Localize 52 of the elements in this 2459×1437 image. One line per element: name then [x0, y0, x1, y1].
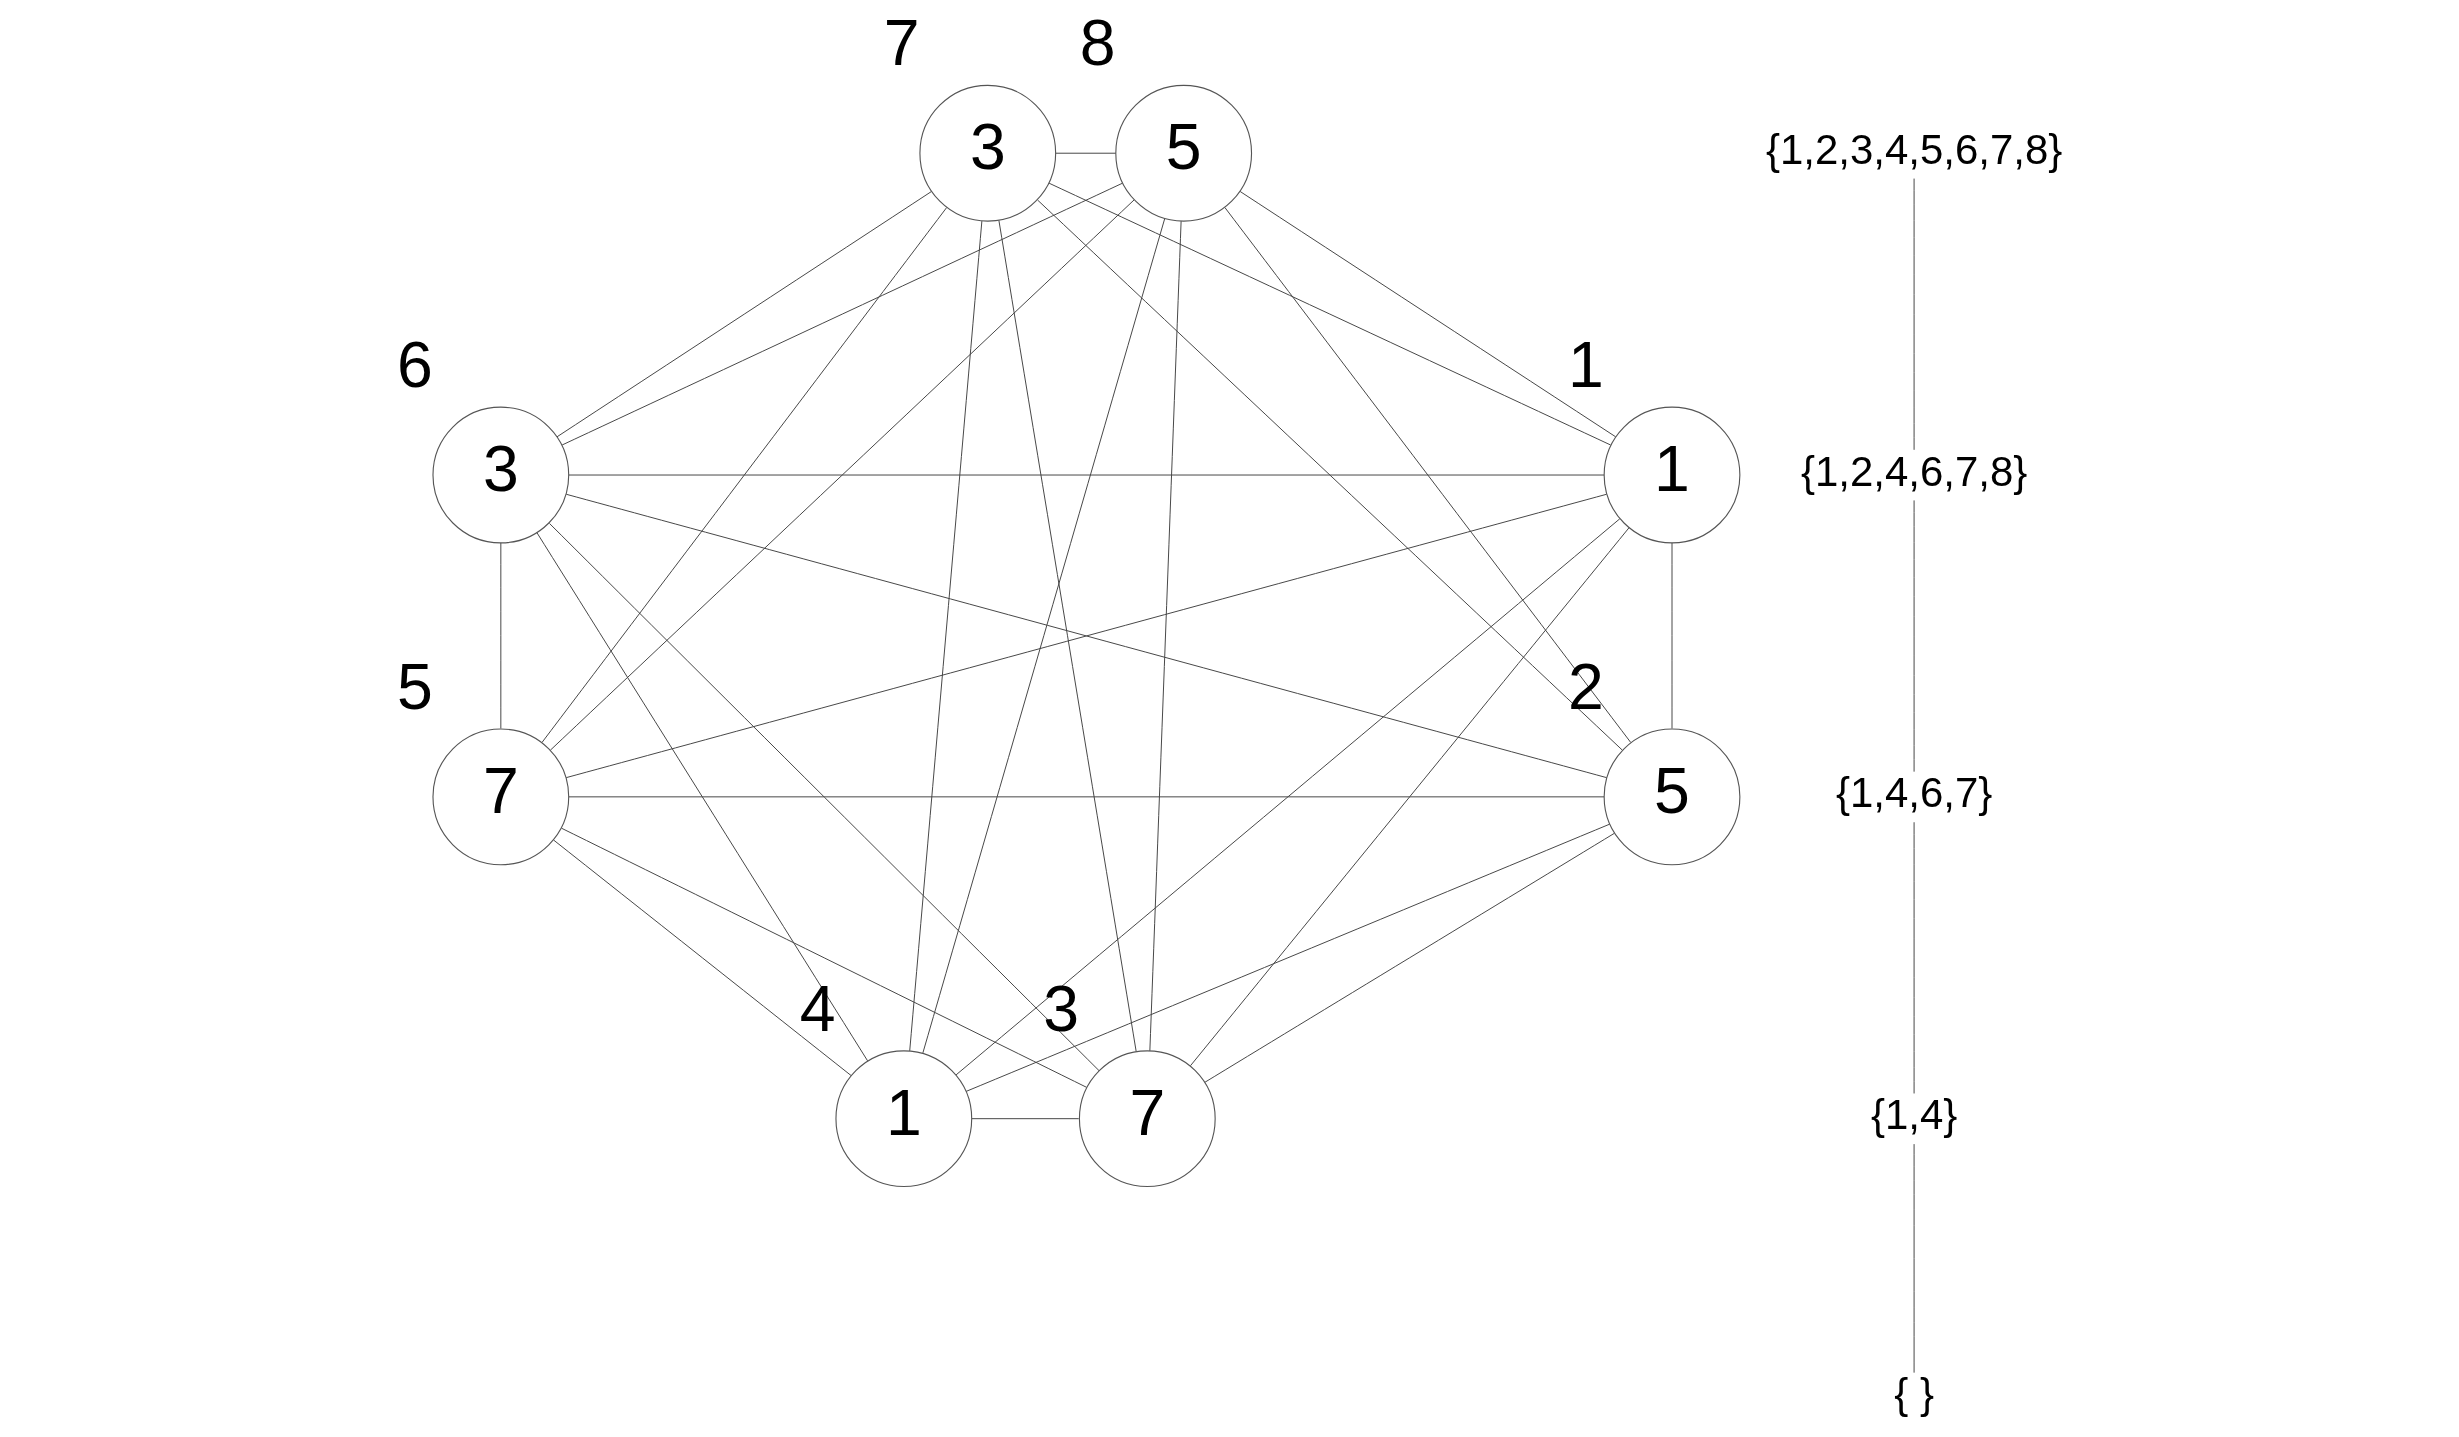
node-text: {1,4,6,7}: [1835, 769, 1993, 817]
connector: [1048, 182, 1612, 446]
node-circle: 5: [1603, 728, 1741, 866]
connector: [1204, 832, 1615, 1083]
connector: [549, 199, 1135, 751]
connector: [955, 518, 1621, 1076]
connector: [541, 207, 948, 743]
connector: [922, 217, 1166, 1054]
connector: [1913, 499, 1915, 773]
connector: [1913, 821, 1915, 1094]
node-text: {1,2,3,4,5,6,7,8}: [1765, 125, 2063, 173]
connector: [1239, 191, 1617, 438]
connector: [500, 542, 502, 729]
connector: [568, 796, 1605, 798]
connector: [561, 182, 1123, 446]
node-label: 5: [396, 651, 433, 724]
connector: [536, 532, 869, 1062]
connector: [548, 522, 1100, 1072]
connector: [998, 219, 1137, 1052]
connector: [1037, 199, 1623, 751]
node-label: 4: [799, 972, 836, 1045]
connector: [909, 220, 983, 1052]
connector: [565, 493, 1608, 779]
node-label: 6: [396, 329, 433, 402]
connector: [1913, 1143, 1915, 1374]
connector: [1671, 542, 1673, 729]
connector: [1189, 527, 1630, 1067]
node-text: { }: [1894, 1370, 1934, 1418]
node-label: 2: [1568, 651, 1604, 724]
node-circle: 3: [432, 406, 570, 544]
node-circle: 1: [835, 1050, 973, 1188]
node-circle: 7: [1078, 1050, 1216, 1188]
connector: [1913, 178, 1915, 451]
connector: [553, 839, 852, 1077]
node-text: {1,2,4,6,7,8}: [1800, 447, 2028, 495]
connector: [568, 474, 1605, 476]
node-circle: 1: [1603, 406, 1741, 544]
connector: [971, 1118, 1080, 1120]
node-circle: 3: [919, 84, 1057, 222]
connector: [561, 827, 1088, 1088]
node-circle: 5: [1115, 84, 1253, 222]
node-label: 1: [1568, 329, 1604, 402]
connector: [556, 191, 932, 438]
node-label: 7: [883, 7, 920, 80]
connector: [1055, 152, 1117, 154]
node-text: {1,4}: [1870, 1091, 1958, 1139]
connector: [965, 823, 1611, 1092]
node-label: 8: [1079, 7, 1116, 80]
connector: [1224, 207, 1632, 743]
node-circle: 7: [432, 728, 570, 866]
connector: [1149, 220, 1182, 1052]
node-label: 3: [1043, 972, 1080, 1045]
